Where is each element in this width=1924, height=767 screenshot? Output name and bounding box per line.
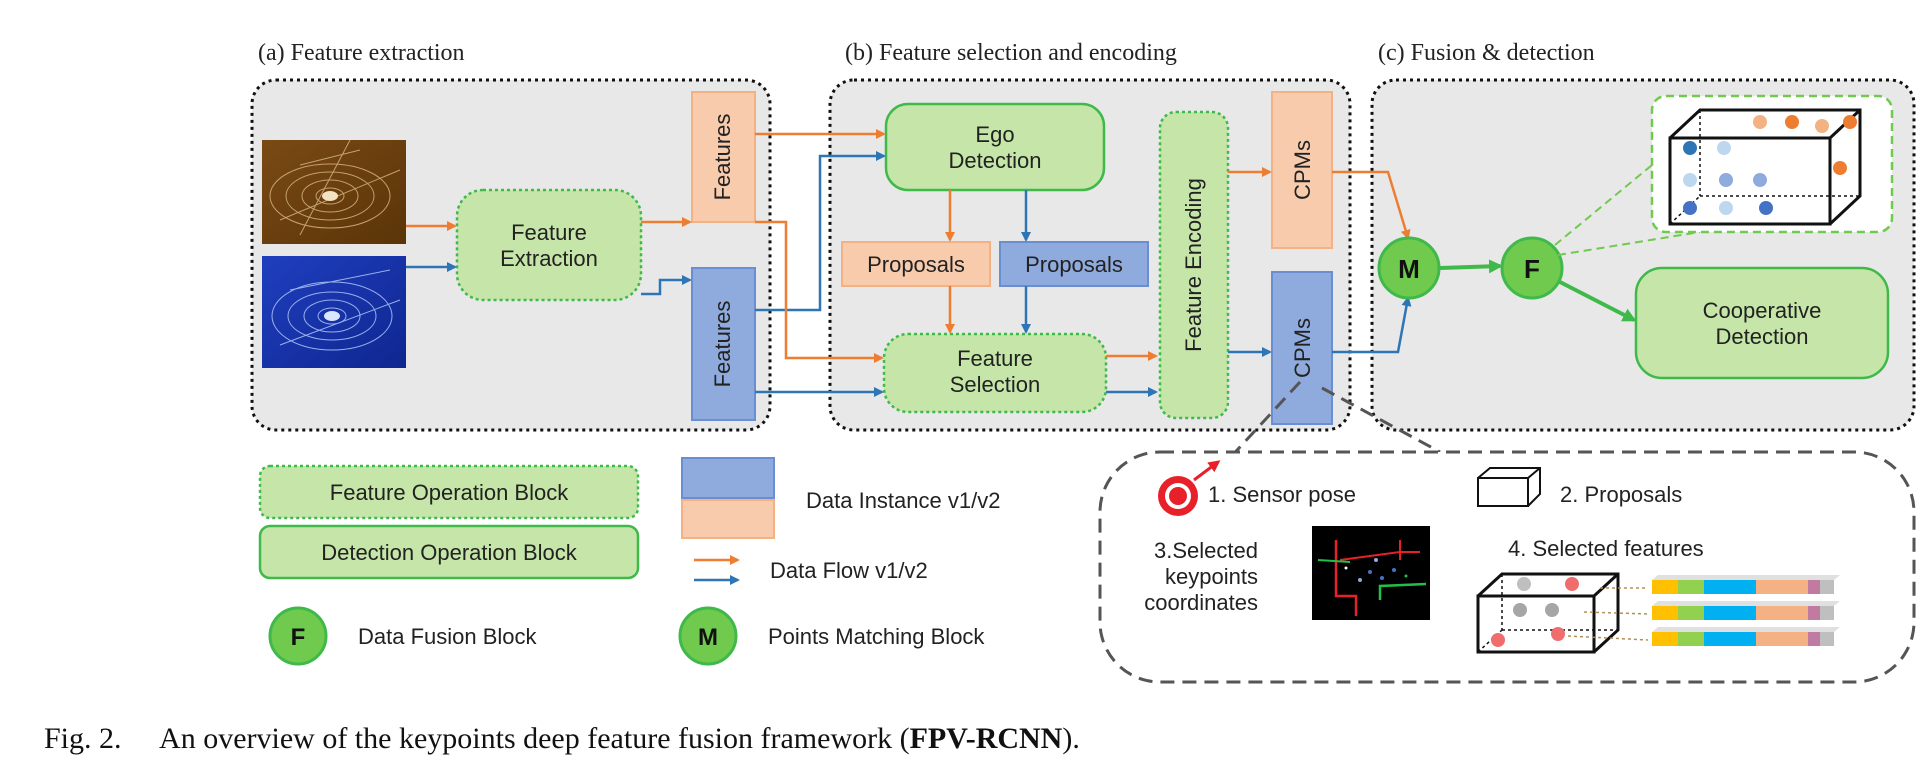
points-matching-circle (1377, 236, 1441, 300)
lidar-image-v2 (262, 256, 406, 368)
flow-cpms-v1-to-matching (1332, 170, 1411, 240)
points-matching-letter: M (1398, 254, 1420, 284)
legend-matching-label: Points Matching Block (768, 624, 985, 649)
flow-fusion-to-detection (1559, 280, 1637, 322)
feature-encoding-label: Feature Encoding (1181, 178, 1206, 352)
data-fusion-circle (1500, 236, 1564, 300)
cooperative-detection-line1: Cooperative (1703, 298, 1822, 323)
cpms-v1-block (1271, 91, 1333, 249)
legend-fusion-circle (268, 606, 328, 666)
legend-detection-op-label: Detection Operation Block (321, 540, 578, 565)
feature-selection-block (882, 332, 1108, 414)
keypoints-line2: keypoints (1165, 564, 1258, 589)
legend-data-instance-label: Data Instance v1/v2 (806, 488, 1000, 513)
selected-features-points (1491, 577, 1579, 647)
feature-extraction-line2: Extraction (500, 246, 598, 271)
flow-cpms-v2-to-matching (1332, 296, 1412, 354)
flow-features-v2-to-ego (755, 151, 886, 312)
proposals-v2-label: Proposals (1025, 252, 1123, 277)
cooperative-detection-line2: Detection (1716, 324, 1809, 349)
legend-instance-v2-swatch (681, 457, 775, 499)
caption-text: An overview of the keypoints deep featur… (159, 722, 910, 755)
selected-features-label: 4. Selected features (1508, 536, 1704, 561)
proposals-item-label: 2. Proposals (1560, 482, 1682, 507)
ego-detection-line1: Ego (975, 122, 1014, 147)
proposals-v1-block (841, 241, 991, 287)
feature-extraction-block (455, 188, 643, 302)
legend-detection-op-swatch (258, 524, 640, 580)
legend-instance-v1-swatch (681, 499, 775, 539)
features-v1-block (691, 91, 756, 223)
feature-vectors (1652, 575, 1840, 646)
keypoints-line1: 3.Selected (1154, 538, 1258, 563)
cooperative-detection-block (1634, 266, 1890, 380)
zoom-line-top (1554, 164, 1653, 246)
fused-box-frame (1650, 94, 1894, 234)
flow-features-v1-to-selection (755, 220, 884, 363)
section-title-b: (b) Feature selection and encoding (845, 40, 1177, 66)
caption-end: ). (1062, 722, 1080, 755)
legend-data-flow-label: Data Flow v1/v2 (770, 558, 928, 583)
cpm-contents-box (1098, 450, 1916, 684)
cpms-v2-block (1271, 271, 1333, 425)
legend-matching-circle (678, 606, 738, 666)
section-title-c: (c) Fusion & detection (1378, 40, 1595, 66)
cpms-v2-label: CPMs (1290, 318, 1315, 378)
sensor-pose-icon (1158, 460, 1221, 516)
fused-box-icon (1668, 108, 1862, 226)
legend-feature-op-label: Feature Operation Block (330, 480, 569, 505)
features-v2-block (691, 267, 756, 421)
fused-box-points (1683, 115, 1857, 215)
selected-features-box-icon (1476, 572, 1620, 654)
legend-matching-letter: M (698, 624, 718, 651)
feature-selection-line2: Selection (950, 372, 1041, 397)
cpm-zoom-line-right (1321, 386, 1441, 454)
keypoints-line3: coordinates (1144, 590, 1258, 615)
feature-encoding-block (1158, 110, 1230, 420)
proposals-v2-block (999, 241, 1149, 287)
ego-detection-block (884, 102, 1106, 192)
features-v2-label: Features (710, 301, 735, 388)
zoom-line-bottom (1557, 231, 1701, 256)
feature-vector-arrows (1567, 587, 1649, 641)
data-fusion-letter: F (1524, 254, 1540, 284)
flow-extraction-to-features-v2 (641, 275, 692, 296)
feature-selection-line1: Feature (957, 346, 1033, 371)
lidar-image-v1 (262, 139, 406, 244)
keypoints-scan-image (1312, 526, 1430, 620)
proposal-cube-icon (1477, 467, 1541, 507)
cpms-v1-label: CPMs (1290, 140, 1315, 200)
caption-bold: FPV-RCNN (909, 722, 1063, 755)
legend-fusion-letter: F (291, 624, 306, 651)
legend-feature-op-swatch (258, 464, 640, 520)
features-v1-label: Features (710, 114, 735, 201)
caption-label: Fig. 2. (44, 722, 122, 755)
feature-extraction-line1: Feature (511, 220, 587, 245)
flow-matching-to-fusion (1439, 259, 1503, 274)
cpm-zoom-line-left (1226, 380, 1302, 462)
ego-detection-line2: Detection (949, 148, 1042, 173)
proposals-v1-label: Proposals (867, 252, 965, 277)
legend-fusion-label: Data Fusion Block (358, 624, 538, 649)
sensor-pose-label: 1. Sensor pose (1208, 482, 1356, 507)
section-title-a: (a) Feature extraction (258, 40, 465, 66)
figure-caption: Fig. 2. An overview of the keypoints dee… (44, 722, 1080, 756)
